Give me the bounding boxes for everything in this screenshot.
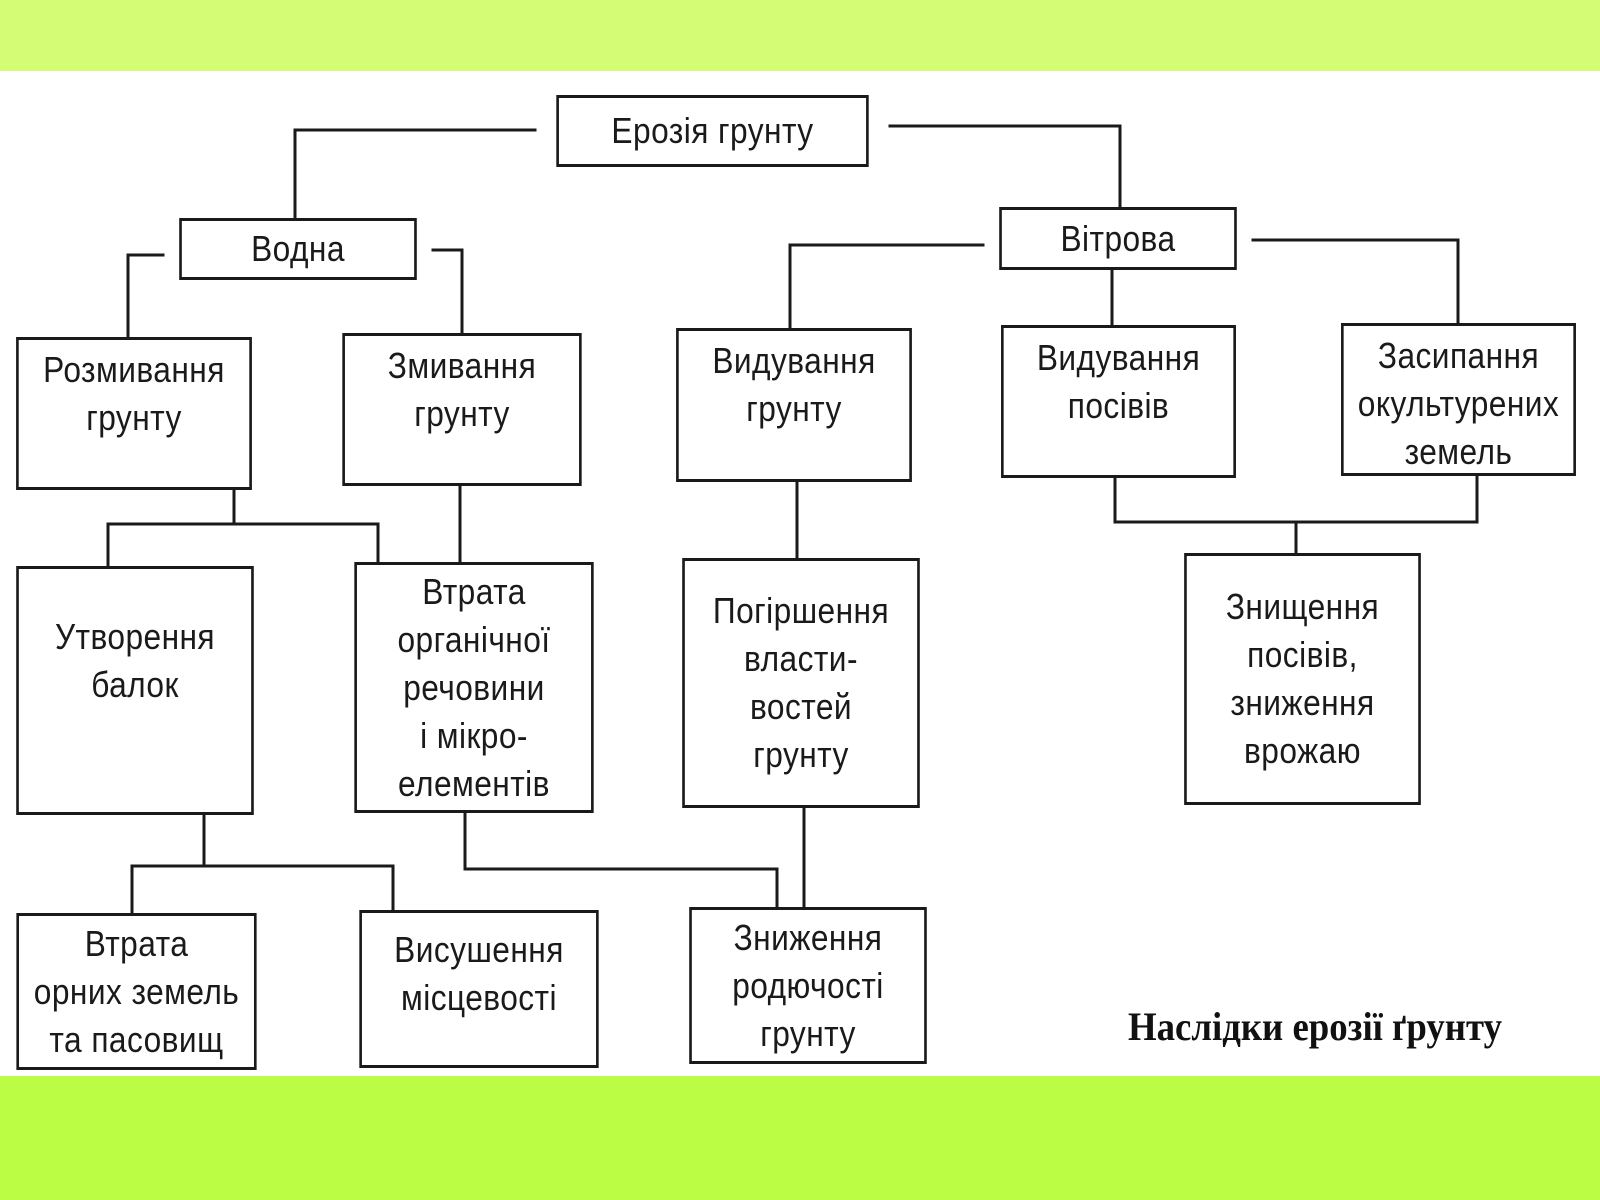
node-drying: Висушення місцевості	[359, 910, 599, 1068]
node-label: Погіршення власти- востей грунту	[712, 590, 890, 775]
node-label: Видування посівів	[1036, 337, 1201, 426]
node-label: Засипання окультурених земель	[1357, 335, 1560, 472]
bottom-green-band	[0, 1076, 1600, 1200]
node-crop-blowing: Видування посівів	[1001, 325, 1236, 478]
node-soil-surface-wash: Змивання грунту	[342, 333, 582, 486]
node-label: Змивання грунту	[387, 345, 537, 434]
node-crop-destruction: Знищення посівів, зниження врожаю	[1184, 553, 1421, 805]
node-label: Ерозія грунту	[611, 110, 814, 151]
node-water-erosion: Водна	[179, 218, 417, 280]
node-label: Втрата орних земель та пасовищ	[33, 922, 240, 1060]
node-label: Видування грунту	[712, 340, 876, 429]
node-soil-erosion-wash: Розмивання грунту	[16, 337, 252, 490]
node-label: Втрата органічної речовини і мікро- елем…	[397, 570, 551, 804]
node-organic-loss: Втрата органічної речовини і мікро- елем…	[354, 562, 594, 813]
node-label: Водна	[251, 228, 345, 269]
node-property-decline: Погіршення власти- востей грунту	[682, 558, 920, 808]
node-soil-erosion: Ерозія грунту	[556, 95, 869, 167]
node-fertility-decline: Зниження родючості грунту	[689, 907, 927, 1064]
top-green-band	[0, 0, 1600, 71]
node-soil-blowing: Видування грунту	[676, 328, 912, 482]
node-arable-loss: Втрата орних земель та пасовищ	[16, 913, 257, 1070]
node-label: Утворення балок	[54, 615, 216, 705]
node-label: Зниження родючості грунту	[732, 916, 884, 1054]
node-label: Знищення посівів, зниження врожаю	[1225, 586, 1380, 771]
node-label: Висушення місцевості	[394, 929, 564, 1018]
node-wind-erosion: Вітрова	[999, 207, 1237, 270]
node-label: Вітрова	[1060, 217, 1176, 259]
node-label: Розмивання грунту	[43, 349, 225, 438]
node-gully-formation: Утворення балок	[16, 566, 254, 815]
node-land-burial: Засипання окультурених земель	[1341, 323, 1576, 476]
diagram-caption: Наслідки ерозії ґрунту	[1128, 1004, 1502, 1049]
